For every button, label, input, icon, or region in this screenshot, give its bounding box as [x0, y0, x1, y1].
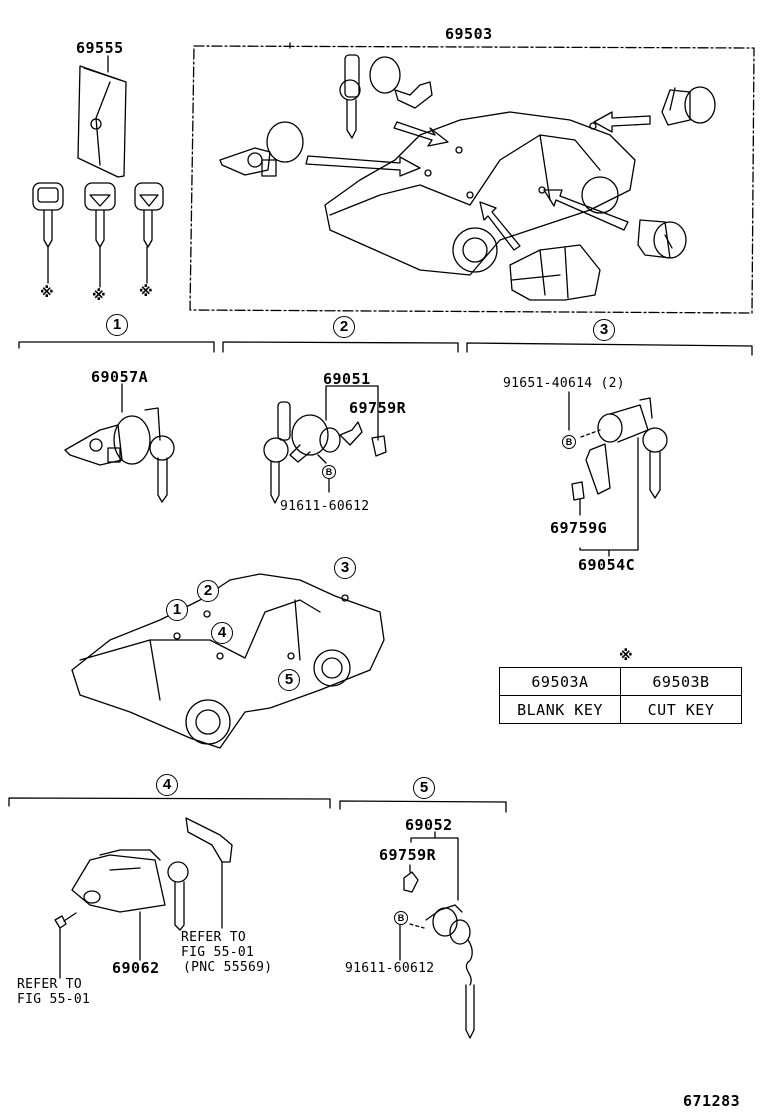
bolt-mark-b: B	[394, 911, 408, 925]
part-label-69054c: 69054C	[578, 556, 636, 574]
key-mark-1: ※	[40, 285, 54, 301]
part-label-69051: 69051	[323, 370, 371, 388]
reference-text: REFER TO	[181, 930, 247, 945]
bolt-mark-b: B	[562, 435, 576, 449]
table-row: 69503A 69503B	[499, 667, 742, 696]
key-mark-2: ※	[92, 288, 106, 304]
part-label-69052: 69052	[405, 816, 453, 834]
part-label-91651-40614: 91651-40614 (2)	[503, 376, 625, 391]
door-lock-cylinder-illustration	[263, 385, 387, 504]
section-number-3: 3	[593, 319, 615, 341]
car-callout-4: 4	[211, 622, 233, 644]
key-code-blank: 69503A	[499, 667, 621, 696]
key-table-mark: ※	[619, 648, 633, 664]
car-callout-5: 5	[278, 669, 300, 691]
part-label-69759r: 69759R	[349, 399, 407, 417]
section-number-1: 1	[106, 314, 128, 336]
part-label-cylinder-set: 69503	[445, 25, 493, 43]
reference-text: (PNC 55569)	[183, 960, 273, 975]
car-illustration-set	[219, 54, 716, 301]
trunk-lock-cylinder-illustration	[568, 391, 668, 557]
key-desc-cut: CUT KEY	[620, 695, 742, 724]
part-label-69759g: 69759G	[550, 519, 608, 537]
key-desc-blank: BLANK KEY	[499, 695, 621, 724]
part-label-key-case: 69555	[76, 39, 124, 57]
car-callout-1: 1	[166, 599, 188, 621]
car-callout-illustration	[71, 573, 385, 749]
key-code-cut: 69503B	[620, 667, 742, 696]
part-label-91611-60612: 91611-60612	[280, 499, 370, 514]
section-number-5: 5	[413, 777, 435, 799]
reference-text: FIG 55-01	[17, 992, 91, 1007]
section-number-2: 2	[333, 316, 355, 338]
key-case-illustration	[77, 55, 127, 178]
table-row: BLANK KEY CUT KEY	[499, 695, 742, 724]
reference-text: FIG 55-01	[181, 945, 255, 960]
cylinder-set-box	[189, 42, 755, 314]
section-number-4: 4	[156, 774, 178, 796]
section-brackets-bottom	[8, 797, 507, 813]
glove-box-lock-illustration	[54, 817, 233, 979]
bolt-mark-b: B	[322, 465, 336, 479]
car-callout-3: 3	[334, 557, 356, 579]
reference-text: REFER TO	[17, 977, 83, 992]
figure-number: 671283	[683, 1092, 741, 1110]
key-type-table: 69503A 69503B BLANK KEY CUT KEY	[499, 667, 742, 724]
part-label-69057a: 69057A	[91, 368, 149, 386]
part-label-69062: 69062	[112, 959, 160, 977]
key-mark-3: ※	[139, 284, 153, 300]
rear-door-lock-cylinder-illustration	[399, 831, 475, 1039]
section-brackets-top	[18, 341, 753, 356]
keys-illustration	[32, 182, 164, 288]
ignition-cylinder-illustration	[64, 383, 175, 503]
part-label-69759r: 69759R	[379, 846, 437, 864]
part-label-91611-60612: 91611-60612	[345, 961, 435, 976]
car-callout-2: 2	[197, 580, 219, 602]
